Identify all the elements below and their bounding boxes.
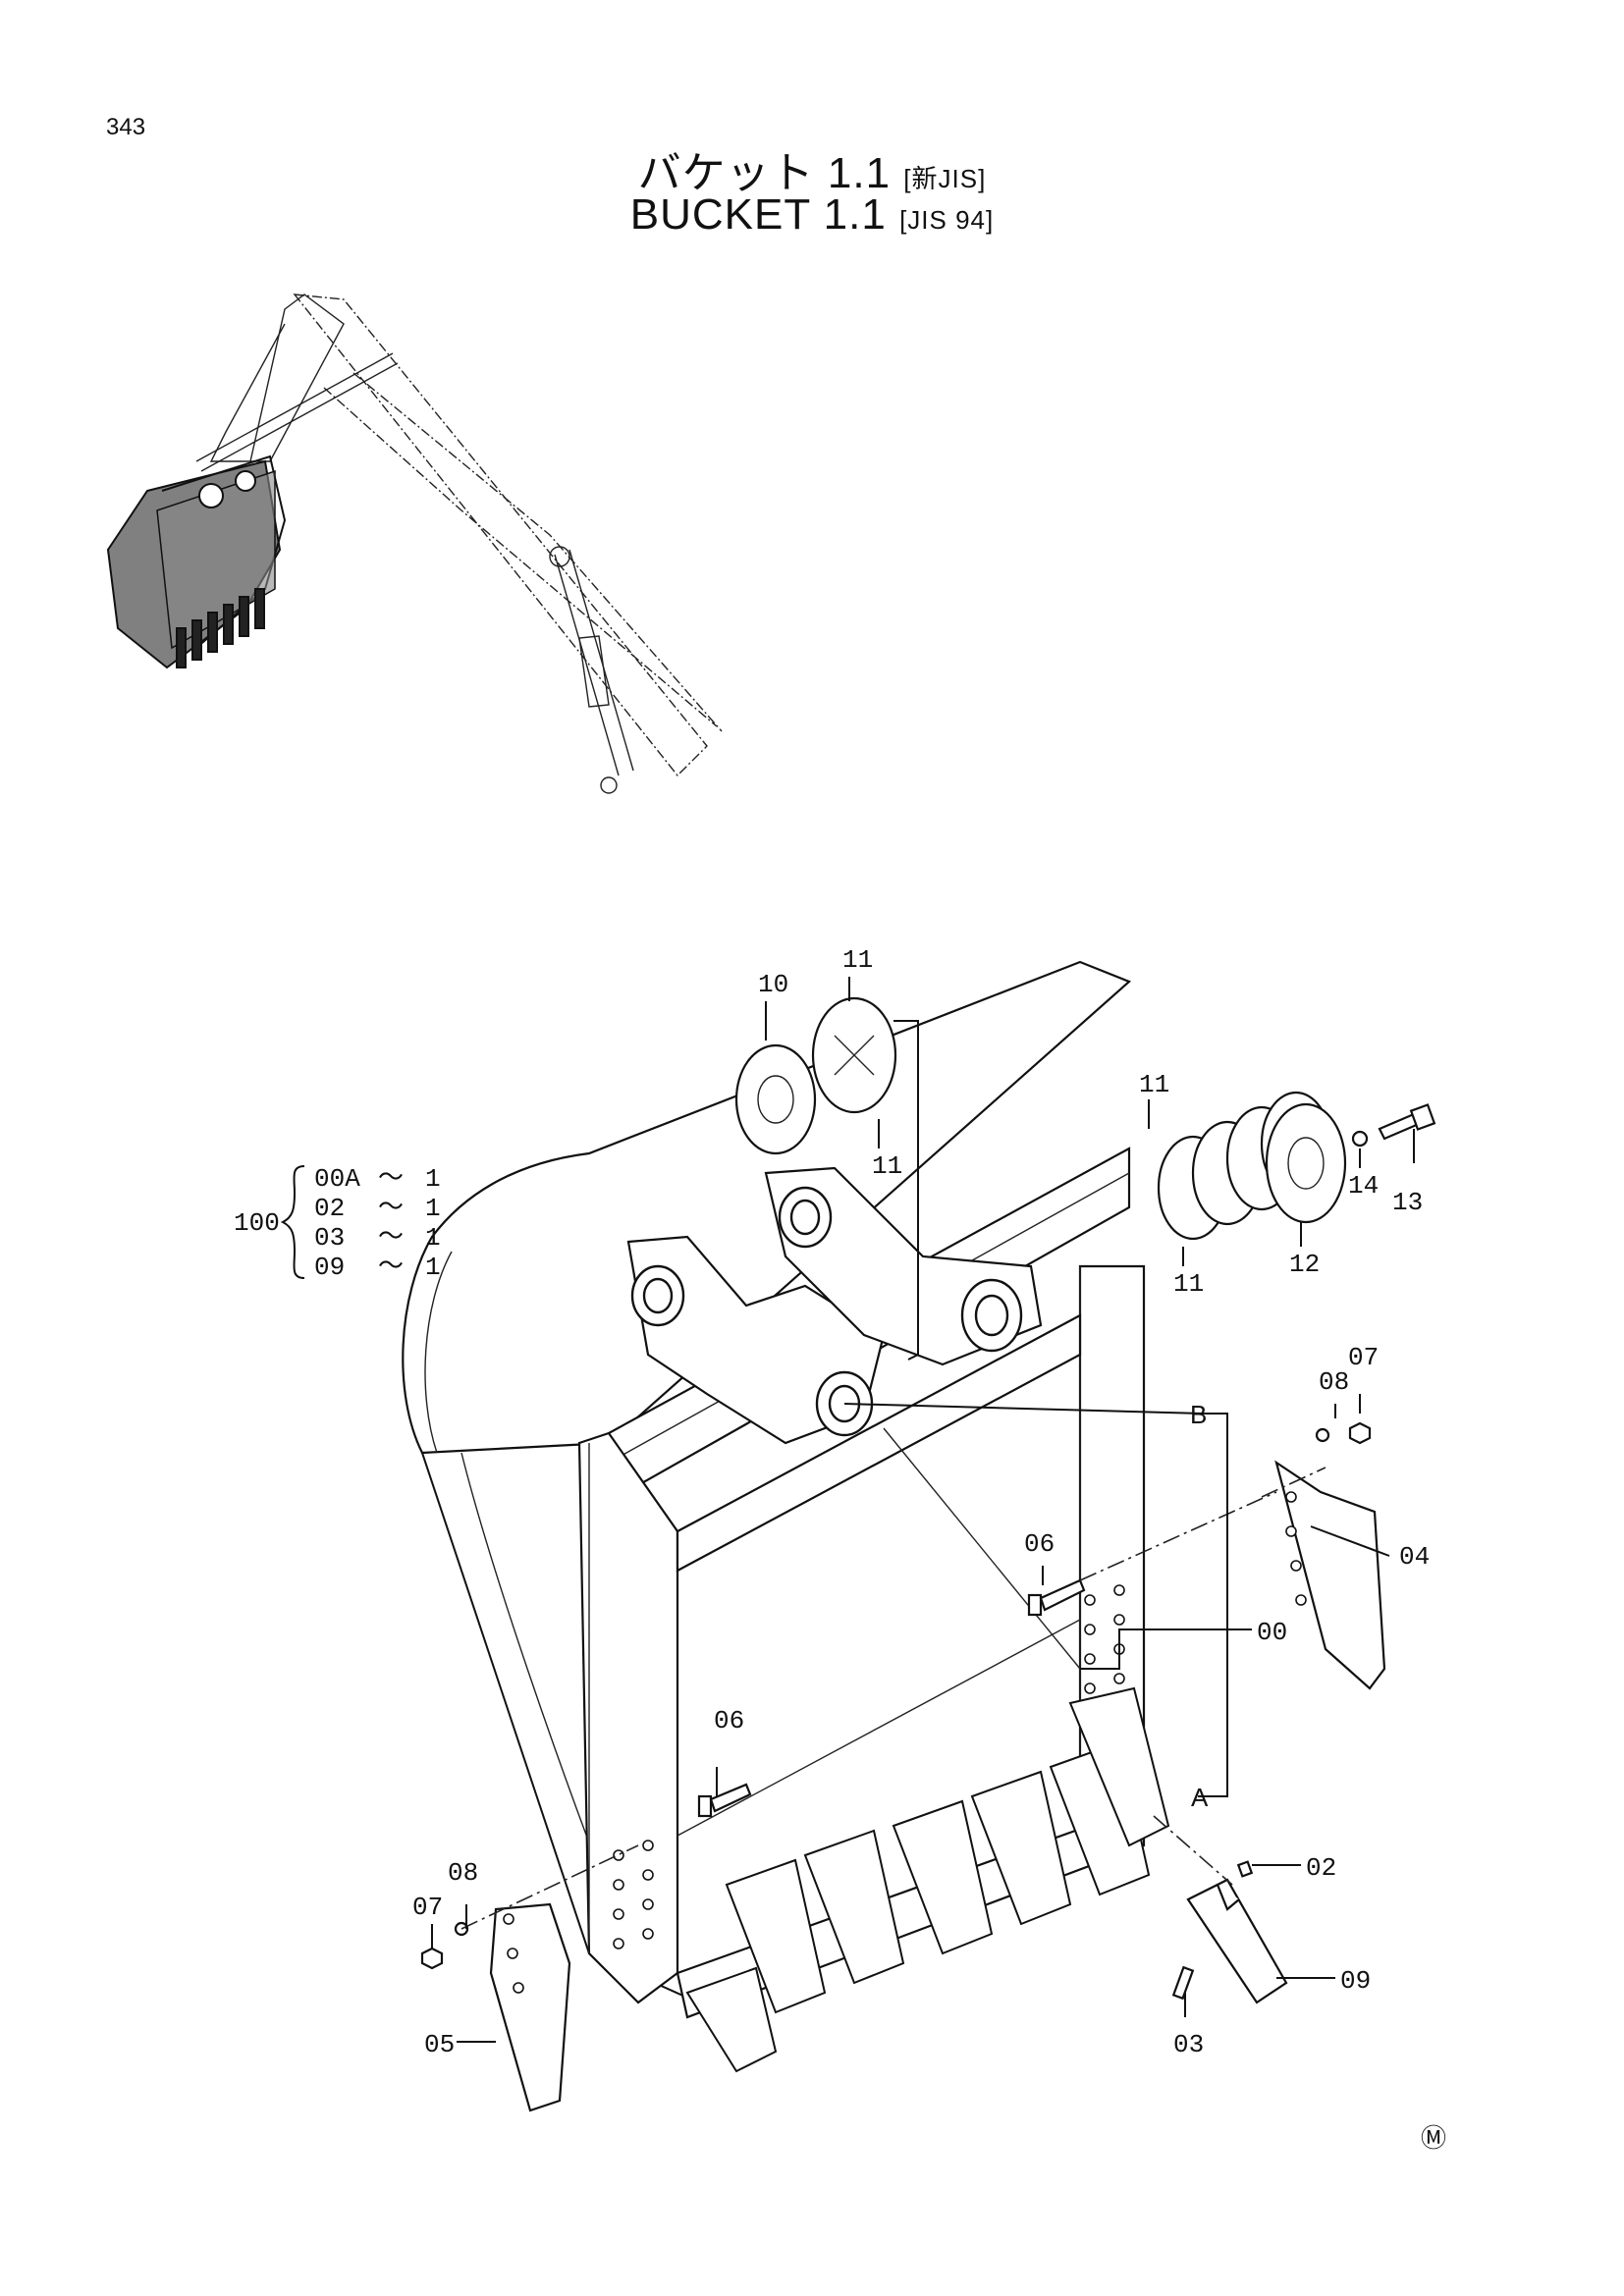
callout-11: 11 [1173, 1269, 1204, 1299]
bolt-06-upper [1027, 1578, 1086, 1617]
callout-06: 06 [714, 1706, 744, 1735]
assembly-item-qty: 1 [425, 1194, 441, 1223]
assembly-list: 100 00A 〜 1 02 〜 1 03 〜 1 09 〜 1 [234, 1164, 441, 1282]
side-cutter-left [420, 1902, 571, 2112]
leader-lines [431, 977, 1415, 2043]
callout-10: 10 [758, 970, 788, 999]
callout-12: 12 [1289, 1250, 1320, 1279]
callout-07: 07 [1348, 1343, 1379, 1372]
bucket-teeth [685, 1686, 1170, 2073]
assembly-item-qty: 1 [425, 1223, 441, 1253]
reference-mark-a: A [1191, 1783, 1209, 1812]
callout-03: 03 [1173, 2030, 1204, 2059]
callout-05: 05 [424, 2030, 455, 2059]
assembly-item-sep: 〜 [378, 1194, 404, 1223]
title-english: BUCKET 1.1 [JIS 94] [0, 190, 1624, 240]
title-en-tag: [JIS 94] [899, 205, 995, 235]
tooth-detail-09 [1171, 1860, 1288, 2004]
m-mark-icon: Ⓜ [1421, 2123, 1446, 2153]
callout-14: 14 [1348, 1171, 1379, 1201]
callout-07: 07 [412, 1893, 443, 1922]
callout-08: 08 [448, 1858, 478, 1888]
title-jp-tag: [新JIS] [903, 164, 987, 193]
callout-09: 09 [1340, 1966, 1371, 1996]
callout-00: 00 [1257, 1618, 1287, 1647]
assembly-item-sep: 〜 [378, 1253, 404, 1282]
assembly-item-part: 00A [314, 1164, 360, 1194]
callout-11: 11 [842, 945, 873, 975]
reference-mark-b: B [1190, 1400, 1207, 1429]
bolt-06-lower [697, 1783, 752, 1818]
callout-08: 08 [1319, 1367, 1349, 1397]
assembly-item-sep: 〜 [378, 1223, 404, 1253]
title-jp-text: バケット 1.1 [637, 149, 892, 197]
callout-11: 11 [1139, 1070, 1169, 1099]
assembly-item-qty: 1 [425, 1164, 441, 1194]
callout-13: 13 [1392, 1188, 1423, 1217]
page-number: 343 [106, 114, 146, 140]
callout-11: 11 [872, 1151, 902, 1181]
shim-washer-group-right [1157, 1091, 1436, 1241]
callout-04: 04 [1399, 1542, 1430, 1572]
callout-06: 06 [1024, 1529, 1055, 1559]
assembly-item-part: 02 [314, 1194, 345, 1223]
shim-washer-group-upper [734, 996, 897, 1155]
assembly-number: 100 [234, 1208, 280, 1238]
bucket-exploded-drawing [402, 960, 1170, 2073]
centerlines [460, 1467, 1326, 1930]
title-japanese: バケット 1.1 [新JIS] [0, 137, 1624, 200]
assembly-item-part: 03 [314, 1223, 345, 1253]
side-cutter-right [1274, 1421, 1386, 1690]
callout-labels: 10 11 11 11 11 12 13 14 07 08 04 06 00 0… [412, 945, 1430, 2059]
assembly-item-sep: 〜 [378, 1164, 404, 1194]
assembly-item-part: 09 [314, 1253, 345, 1282]
callout-02: 02 [1306, 1853, 1336, 1883]
excavator-overview-illustration [106, 294, 723, 794]
title-en-text: BUCKET 1.1 [629, 190, 887, 239]
assembly-item-qty: 1 [425, 1253, 441, 1282]
assembly-brace [280, 1165, 305, 1279]
